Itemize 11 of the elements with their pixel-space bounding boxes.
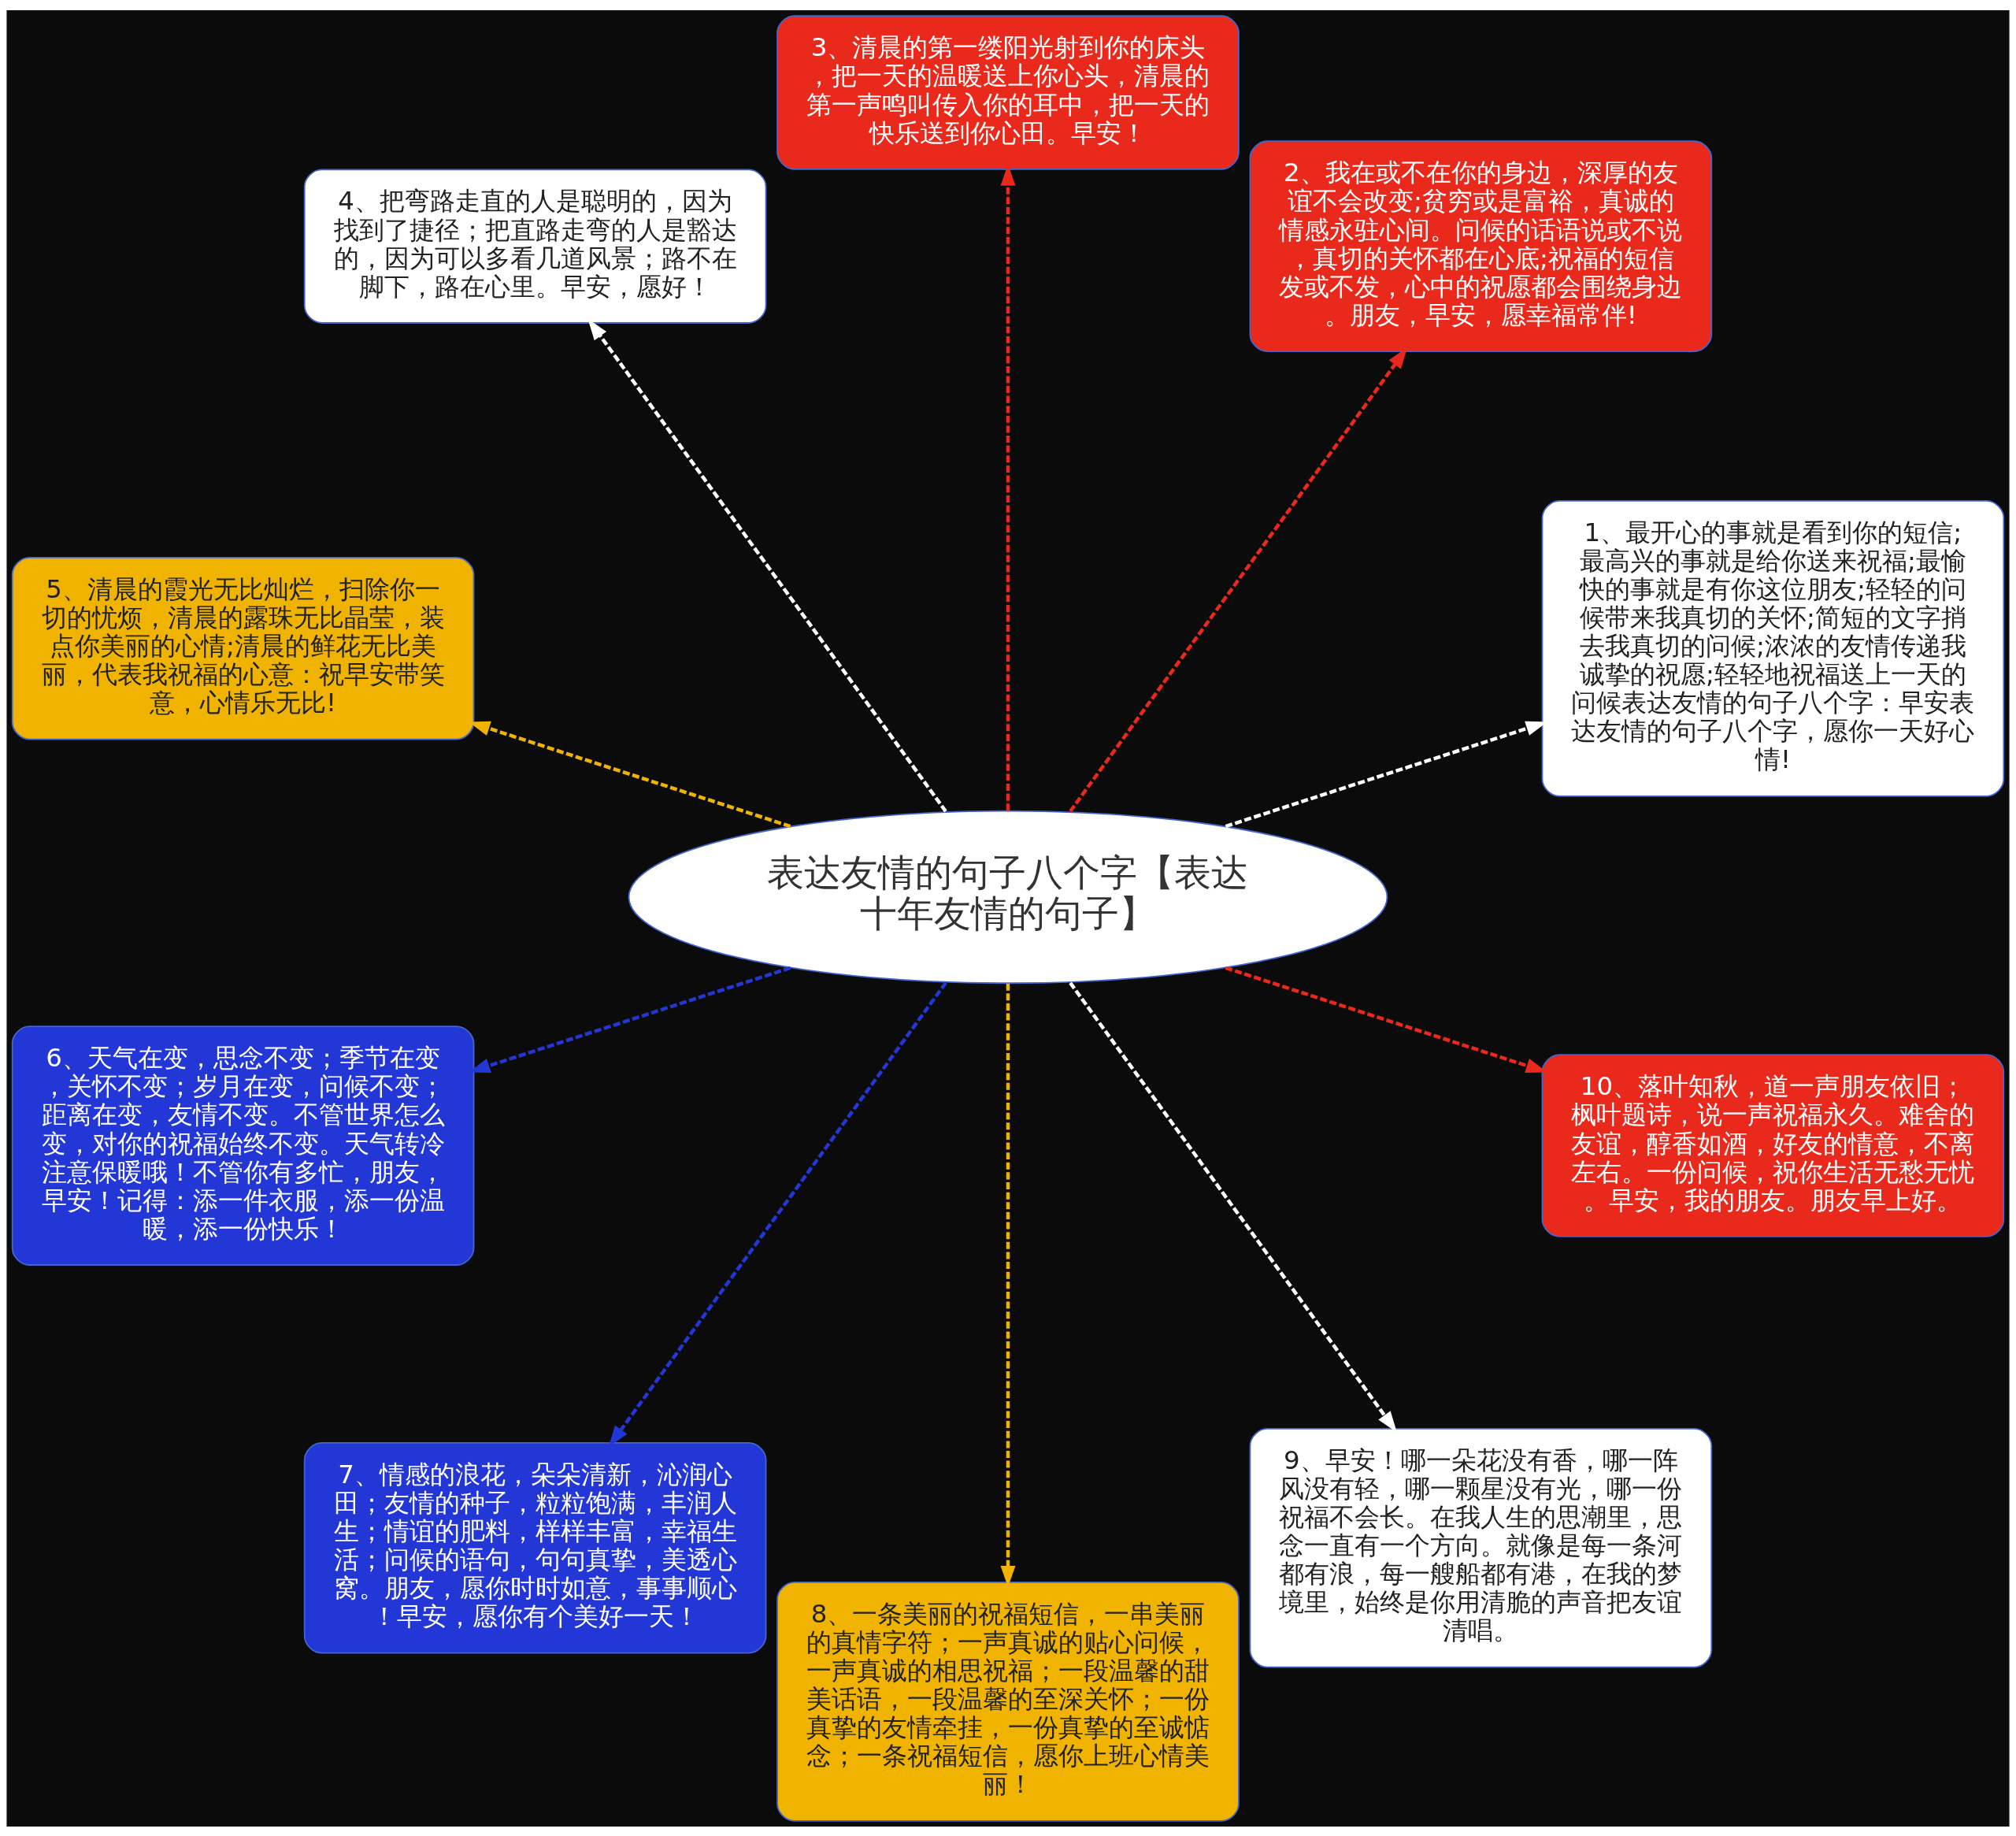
node-box: 9、早安！哪一朵花没有香，哪一阵风没有轻，哪一颗星没有光，哪一份祝福不会长。在我人生的思潮里，思念一直有一个方向。就像是每一条河都有浪，每一艘船都有港，在我的梦境里，始终是你用清脆的声音把友谊清唱。 [1249, 1427, 1713, 1668]
node-box: 3、清晨的第一缕阳光射到你的床头，把一天的温暖送上你心头，清晨的第一声鸣叫传入你的耳中，把一天的快乐送到你心田。早安！ [776, 14, 1240, 170]
node-box: 5、清晨的霞光无比灿烂，扫除你一切的忧烦，清晨的露珠无比晶莹，装点你美丽的心情;清晨的鲜花无比美丽，代表我祝福的心意：祝早安带笑意，心情乐无比! [11, 556, 475, 740]
node-box: 8、一条美丽的祝福短信，一串美丽的真情字符；一声真诚的贴心问候，一声真诚的相思祝福；一段温馨的甜美话语，一段温馨的至深关怀；一份真挚的友情牵挂，一份真挚的至诚惦念；一条祝福短信，愿你上班心情美丽！ [776, 1581, 1240, 1822]
node-box: 10、落叶知秋，道一声朋友依旧；枫叶题诗，说一声祝福永久。难舍的友谊，醇香如酒，好友的情意，不离左右。一份问候，祝你生活无愁无忧。早安，我的朋友。朋友早上好。 [1541, 1053, 2005, 1237]
node-box: 2、我在或不在你的身边，深厚的友谊不会改变;贫穷或是富裕，真诚的情感永驻心间。问候的话语说或不说，真切的关怀都在心底;祝福的短信发或不发，心中的祝愿都会围绕身边。朋友，早安，愿幸福常伴! [1249, 139, 1713, 352]
node-box: 1、最开心的事就是看到你的短信;最高兴的事就是给你送来祝福;最愉快的事就是有你这位朋友;轻轻的问候带来我真切的关怀;简短的文字捎去我真切的问候;浓浓的友情传递我诚挚的祝愿;轻轻地祝福送上一天的问候表达友情的句子八个字：早安表达友情的句子八个字，愿你一天好心情! [1541, 499, 2005, 797]
node-box: 6、天气在变，思念不变；季节在变，关怀不变；岁月在变，问候不变；距离在变，友情不变。不管世界怎么变，对你的祝福始终不变。天气转冷注意保暖哦！不管你有多忙，朋友，早安！记得：添一件衣服，添一份温暖，添一份快乐！ [11, 1025, 475, 1266]
node-box: 4、把弯路走直的人是聪明的，因为找到了捷径；把直路走弯的人是豁达的，因为可以多看几道风景；路不在脚下，路在心里。早安，愿好！ [303, 168, 767, 324]
node-ellipse: 表达友情的句子八个字【表达十年友情的句子】 [628, 810, 1388, 984]
node-box: 7、情感的浪花，朵朵清新，沁润心田；友情的种子，粒粒饱满，丰润人生；情谊的肥料，样样丰富，幸福生活；问候的语句，句句真挚，美透心窝。朋友，愿你时时如意，事事顺心！早安，愿你有个美好一天！ [303, 1441, 767, 1654]
